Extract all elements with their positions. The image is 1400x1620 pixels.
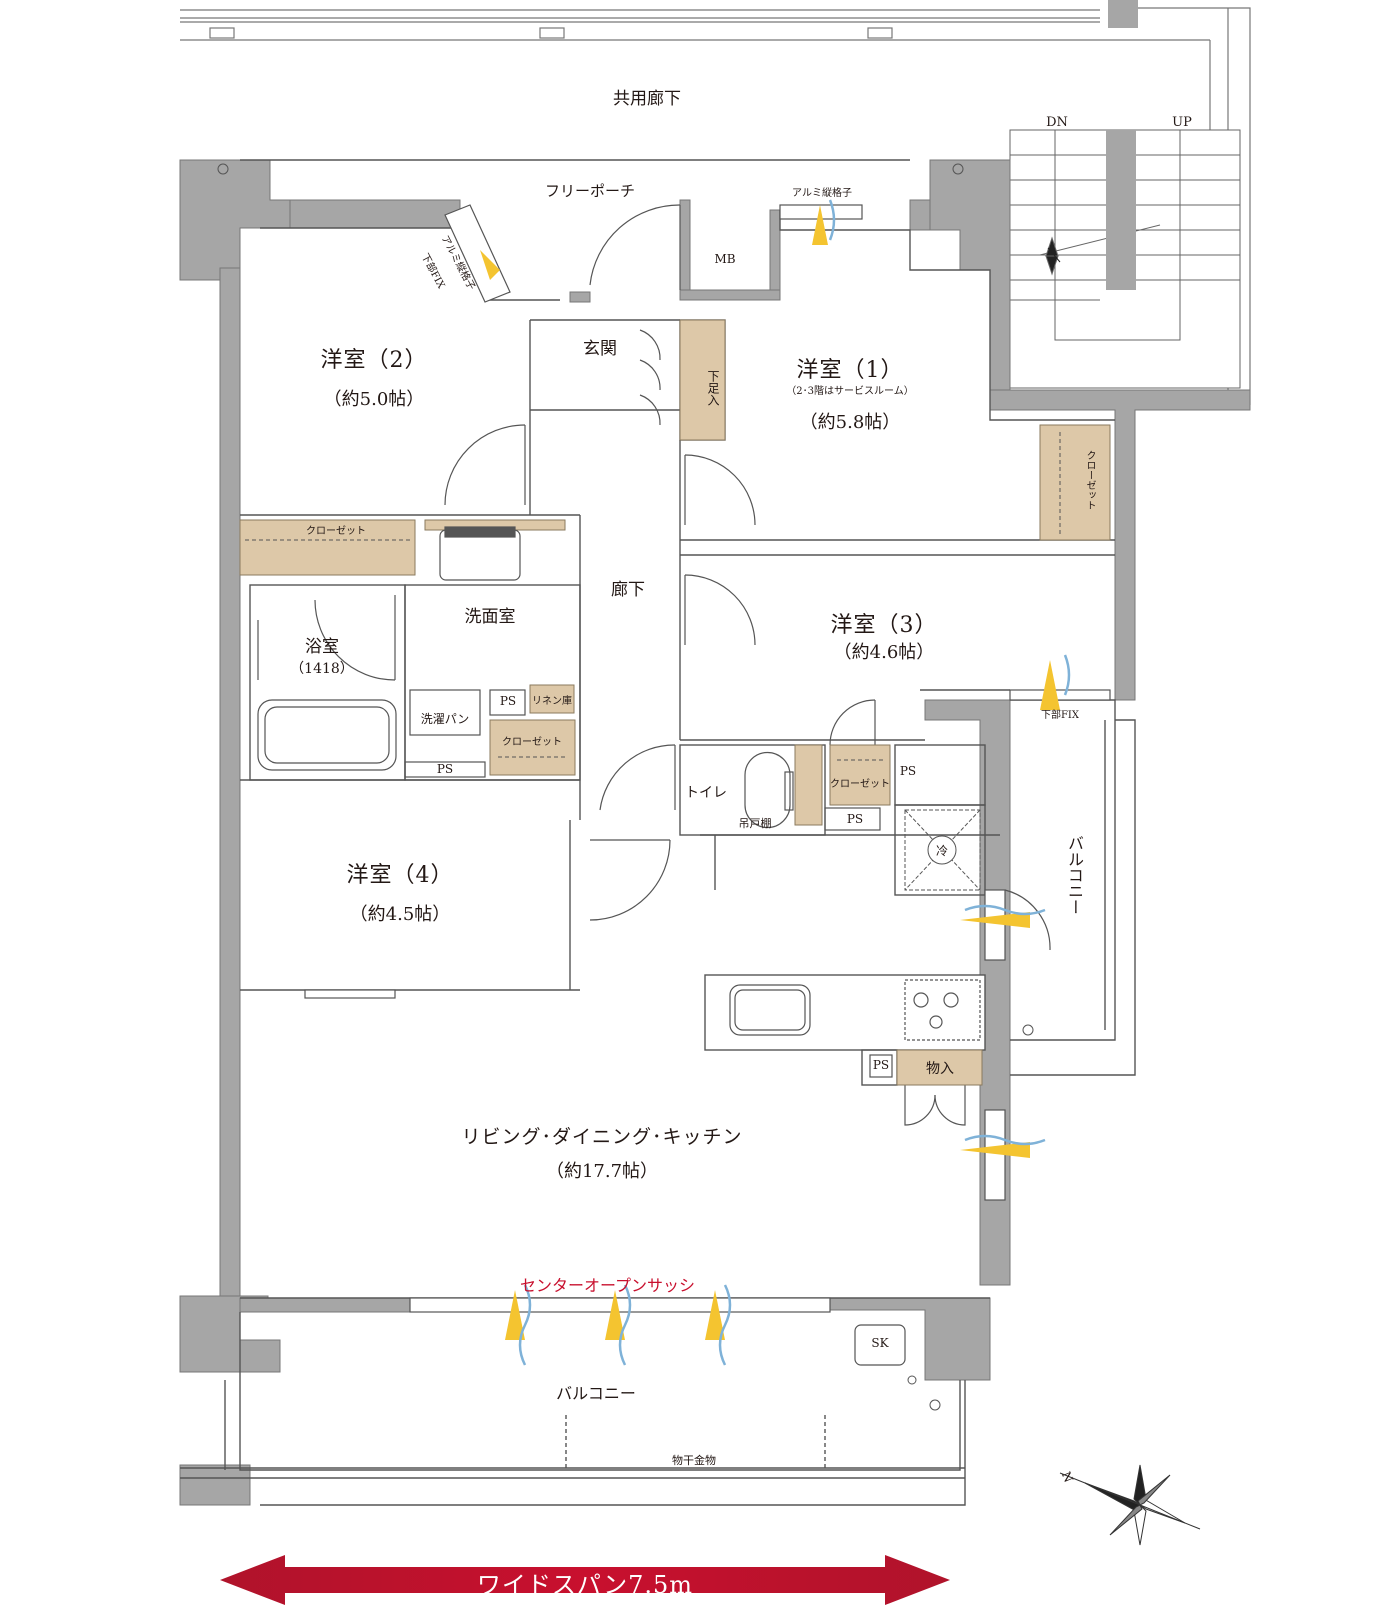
ps-label-kitchen: PS xyxy=(899,764,917,778)
drain-marks xyxy=(217,163,1034,1411)
center-sash-label: センターオープンサッシ xyxy=(520,1276,696,1295)
lower-fix-right-label: 下部FIX xyxy=(1040,710,1080,721)
sk-fixture xyxy=(854,1324,906,1366)
closet-wash-label: クローゼット xyxy=(502,737,562,748)
storage-kitchen xyxy=(896,1049,983,1086)
wide-span-arrow xyxy=(220,1555,950,1605)
bath-label: 浴室 xyxy=(305,637,339,657)
fridge-label: 冷 xyxy=(935,844,949,858)
stair-wall xyxy=(1106,130,1136,290)
closet-room1-label: クローゼット xyxy=(1084,450,1095,510)
mb-label: MB xyxy=(714,252,736,266)
toilet-label: トイレ xyxy=(685,785,727,801)
entrance-label: 玄関 xyxy=(583,339,617,359)
corridor-railing xyxy=(180,7,1251,405)
balcony-main-label: バルコニー xyxy=(556,1384,636,1403)
room1-area: （約5.8帖） xyxy=(799,412,901,433)
laundry-hardware-label: 物干金物 xyxy=(672,1454,716,1467)
ps-label-bath: PS xyxy=(436,762,454,776)
door-swings xyxy=(314,204,1051,1126)
closet-small-wash xyxy=(489,719,576,776)
ps-label-wash: PS xyxy=(499,694,517,708)
free-porch-label: フリーポーチ xyxy=(544,182,636,200)
bath-fixtures xyxy=(257,526,526,778)
toilet-shelf xyxy=(794,744,823,826)
linen-box xyxy=(529,684,575,714)
wide-span-label: ワイドスパン7.5m xyxy=(476,1571,694,1599)
ventilation-marks xyxy=(480,199,1071,1366)
ldk-name: リビング･ダイニング･キッチン xyxy=(461,1126,743,1148)
room2-area: （約5.0帖） xyxy=(323,389,425,410)
room1-note: （2･3階はサービスルーム） xyxy=(786,386,914,397)
sk-label: SK xyxy=(871,1336,889,1350)
washroom-label: 洗面室 xyxy=(464,607,516,627)
ldk-area: （約17.7帖） xyxy=(545,1161,659,1182)
hanging-shelf-label: 吊戸棚 xyxy=(738,817,772,830)
closet-room2-label: クローゼット xyxy=(306,526,366,537)
storage-units xyxy=(239,319,1111,1086)
compass-icon xyxy=(1059,1464,1201,1546)
washer-pan-label: 洗濯パン xyxy=(420,712,470,726)
closet-room2 xyxy=(239,519,416,576)
kitchen-fixtures xyxy=(729,979,981,1078)
room3-name: 洋室（3） xyxy=(830,613,938,638)
room3-area: （約4.6帖） xyxy=(833,642,935,663)
closet-toilet-label: クローゼット xyxy=(830,779,890,790)
closet-toilet xyxy=(829,744,891,806)
shoe-box xyxy=(679,319,726,441)
stair-dn-label: DN xyxy=(1046,115,1068,130)
fridge xyxy=(904,809,981,891)
corridor-column xyxy=(1108,0,1138,28)
ps-label-toilet: PS xyxy=(846,812,864,826)
closet-rails xyxy=(245,432,1061,761)
alumi-lattice-top-label: アルミ縦格子 xyxy=(792,188,852,199)
room4-area: （約4.5帖） xyxy=(349,904,451,925)
room4-name: 洋室（4） xyxy=(346,863,454,888)
common-corridor-label: 共用廊下 xyxy=(613,89,681,109)
room1-name: 洋室（1） xyxy=(796,358,904,383)
ps-label-storage: PS xyxy=(872,1058,890,1072)
shoe-box-label: 下足入 xyxy=(706,370,720,406)
stair-up-label: UP xyxy=(1172,115,1192,130)
storage-label: 物入 xyxy=(926,1061,954,1077)
hallway-label: 廊下 xyxy=(611,580,645,600)
toilet-fixture xyxy=(744,751,881,831)
closet-room1 xyxy=(1039,424,1111,541)
bath-size-label: （1418） xyxy=(290,661,354,677)
balcony-side-label: バルコニー xyxy=(1065,835,1084,915)
linen-label: リネン庫 xyxy=(532,696,572,707)
room2-name: 洋室（2） xyxy=(320,348,428,373)
